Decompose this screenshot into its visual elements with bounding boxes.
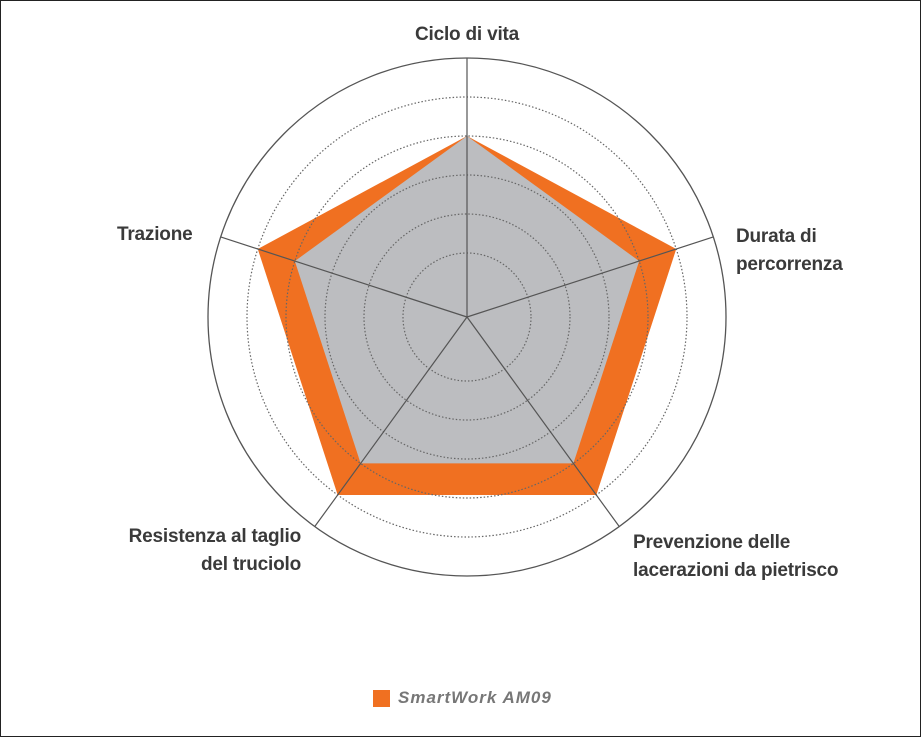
legend: SmartWork AM09 <box>373 688 552 708</box>
axis-line-2 <box>466 316 620 527</box>
axis-label-line: Prevenzione delle <box>633 532 791 553</box>
axis-label-line: percorrenza <box>736 254 843 275</box>
axis-label-line: Durata di <box>736 226 817 247</box>
grid-ring-2 <box>363 213 571 421</box>
legend-swatch <box>373 689 390 707</box>
axis-label-line: del truciolo <box>201 554 301 575</box>
axis-label-durata-di-percorrenza: Durata di percorrenza <box>736 223 843 279</box>
axis-label-line: Resistenza al taglio <box>128 526 302 547</box>
axis-label-prevenzione: Prevenzione delle lacerazioni da pietrisc… <box>633 529 839 585</box>
axis-line-1 <box>466 236 714 318</box>
axis-line-4 <box>220 236 468 318</box>
axis-label-ciclo-di-vita: Ciclo di vita <box>415 24 520 45</box>
axis-label-line: lacerazioni da pietrisco <box>633 560 839 581</box>
axis-label-resistenza: Resistenza al taglio del truciolo <box>105 523 302 579</box>
legend-label: SmartWork AM09 <box>398 688 552 707</box>
axis-line-3 <box>314 316 468 527</box>
axis-label-trazione: Trazione <box>117 224 193 245</box>
grid-ring-4 <box>285 135 649 499</box>
